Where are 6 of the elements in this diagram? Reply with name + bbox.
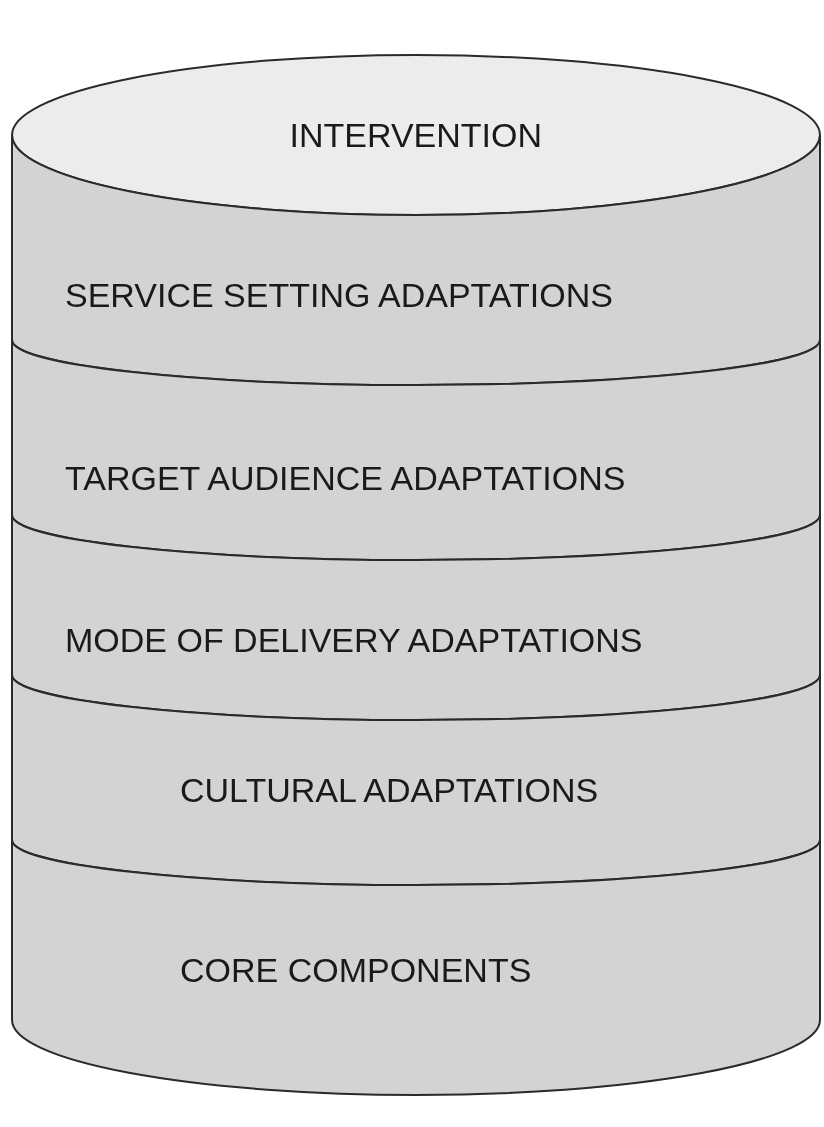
layer-label: CULTURAL ADAPTATIONS — [180, 770, 599, 810]
layer-label: SERVICE SETTING ADAPTATIONS — [65, 275, 613, 315]
layer-label: CORE COMPONENTS — [180, 950, 532, 990]
layer-label: INTERVENTION — [289, 115, 542, 155]
layer-label: MODE OF DELIVERY ADAPTATIONS — [65, 620, 643, 660]
layer-label: TARGET AUDIENCE ADAPTATIONS — [65, 458, 626, 498]
